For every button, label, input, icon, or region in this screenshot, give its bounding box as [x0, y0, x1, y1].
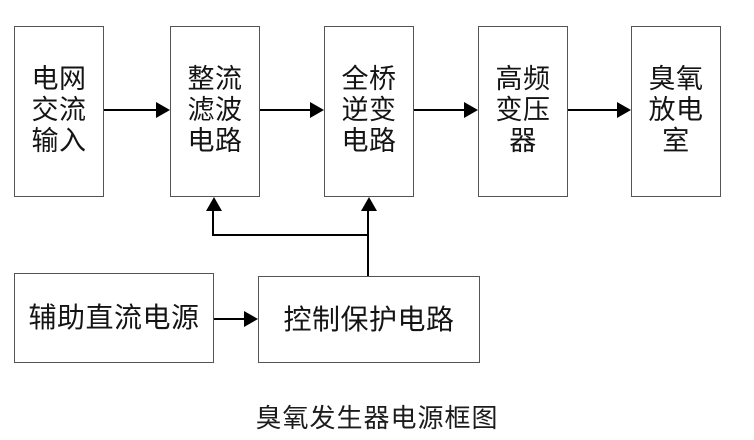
connector-rectifier-to-inverter-arrowhead: [310, 102, 324, 118]
connector-control-to-rectifier-vertical: [212, 211, 214, 236]
block-label-ozone-discharge: 臭氧 放电 室: [648, 64, 704, 157]
connector-rectifier-to-inverter-line: [260, 109, 311, 111]
block-label-grid-ac-input: 电网 交流 输入: [31, 64, 87, 157]
connector-grid-to-rectifier-line: [104, 109, 157, 111]
connector-control-to-rectifier-horizontal: [213, 234, 368, 236]
connector-control-to-inverter-arrowhead: [361, 197, 377, 211]
connector-aux-to-control-arrowhead: [244, 311, 258, 327]
connector-transformer-to-discharge-arrowhead: [617, 102, 631, 118]
block-control-protection: 控制保护电路: [258, 276, 480, 363]
block-aux-dc-supply: 辅助直流电源: [14, 273, 214, 363]
block-rectifier-filter: 整流 滤波 电路: [170, 26, 260, 197]
connector-aux-to-control-line: [214, 318, 245, 320]
connector-control-to-inverter-line: [367, 211, 369, 276]
connector-grid-to-rectifier-arrowhead: [156, 102, 170, 118]
connector-inverter-to-transformer-arrowhead: [464, 102, 478, 118]
diagram-caption: 臭氧发生器电源框图: [255, 404, 499, 434]
block-hf-transformer: 高频 变压 器: [478, 26, 568, 197]
connector-inverter-to-transformer-line: [414, 109, 465, 111]
block-label-full-bridge-inverter: 全桥 逆变 电路: [341, 64, 397, 157]
block-label-hf-transformer: 高频 变压 器: [495, 64, 551, 157]
block-label-aux-dc-supply: 辅助直流电源: [28, 301, 200, 335]
block-label-control-protection: 控制保护电路: [283, 302, 455, 336]
block-grid-ac-input: 电网 交流 输入: [14, 26, 104, 197]
block-label-rectifier-filter: 整流 滤波 电路: [187, 64, 243, 157]
connector-control-to-rectifier-arrowhead: [206, 197, 222, 211]
connector-transformer-to-discharge-line: [568, 109, 618, 111]
block-ozone-discharge: 臭氧 放电 室: [631, 26, 721, 197]
block-full-bridge-inverter: 全桥 逆变 电路: [324, 26, 414, 197]
